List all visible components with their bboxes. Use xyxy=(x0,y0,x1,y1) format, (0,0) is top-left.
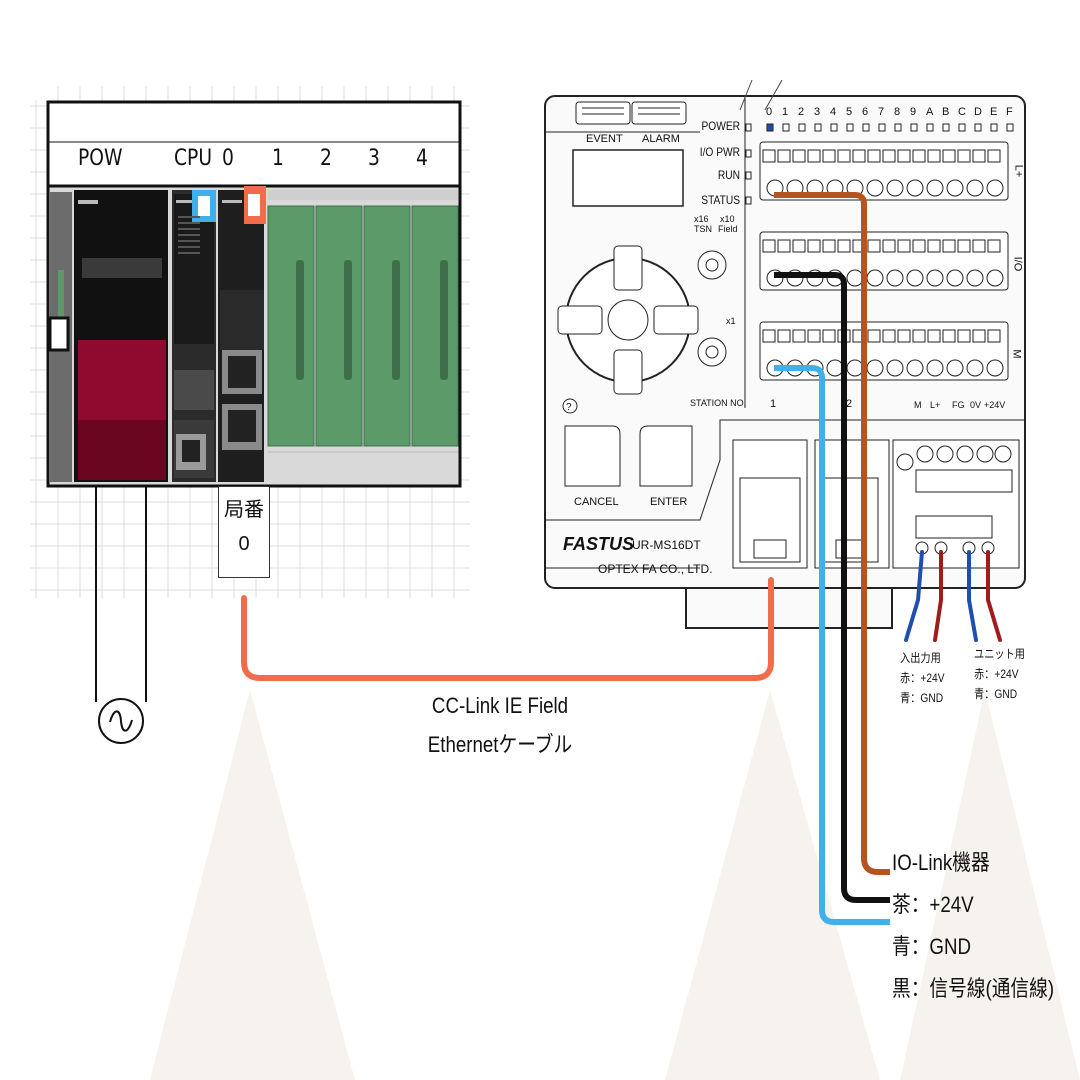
slot-label-3: 3 xyxy=(368,146,380,171)
terminal-blocks xyxy=(759,141,1009,381)
row-label-io: I/O xyxy=(1011,256,1024,272)
iolink-legend: IO-Link機器 茶：+24V 青：GND 黒：信号線(通信線) xyxy=(892,842,1054,1010)
station-number-box: 局番 0 xyxy=(218,486,270,578)
power-note-unit-blue: 青：GND xyxy=(974,687,1018,701)
led-label-io-pwr: I/O PWR xyxy=(699,145,740,159)
cancel-button-label: CANCEL xyxy=(574,496,619,508)
slot-label-pow: POW xyxy=(78,146,123,171)
power-module xyxy=(74,190,168,482)
led-label-run: RUN xyxy=(717,168,740,182)
enter-button-label: ENTER xyxy=(650,496,688,508)
power-wires xyxy=(904,550,1002,642)
station-label: 局番 xyxy=(224,499,264,521)
channel-label: 9 xyxy=(910,106,917,118)
channel-label: C xyxy=(958,106,966,118)
event-button-label: EVENT xyxy=(586,133,623,145)
power-note-unit-title: ユニット用 xyxy=(974,647,1026,661)
port-label-1: 1 xyxy=(770,398,777,410)
channel-label: B xyxy=(942,106,950,118)
switch-label-field: Field xyxy=(718,224,738,234)
iolink-legend-blue: 青：GND xyxy=(892,934,971,959)
black-wire xyxy=(774,272,890,903)
terminal-label-lplus: L+ xyxy=(930,400,941,410)
iolink-legend-title: IO-Link機器 xyxy=(892,850,990,875)
channel-label: 7 xyxy=(878,106,885,118)
slot-label-1: 1 xyxy=(272,146,284,171)
plc-rack xyxy=(46,100,462,488)
model-name: UR-MS16DT xyxy=(632,538,701,552)
station-number: 0 xyxy=(238,533,250,555)
svg-text:?: ? xyxy=(566,402,572,413)
power-note-io-red: 赤：+24V xyxy=(900,671,945,685)
channel-label: E xyxy=(990,106,998,118)
channel-label: 2 xyxy=(798,106,805,118)
cpu-module xyxy=(172,190,216,482)
switch-label-x10: x10 xyxy=(720,214,735,224)
alarm-button-label: ALARM xyxy=(642,133,680,145)
channel-label: 6 xyxy=(862,106,869,118)
slot-label-0: 0 xyxy=(222,146,234,171)
cable-caption-line1: CC-Link IE Field xyxy=(431,693,569,718)
ac-source xyxy=(95,486,147,744)
power-note-io-blue: 青：GND xyxy=(900,691,944,705)
channel-label: 4 xyxy=(830,106,837,118)
io-link-wires xyxy=(774,192,890,925)
cc-link-cable xyxy=(241,577,774,681)
power-terminal xyxy=(892,439,1020,569)
empty-slots xyxy=(267,190,459,453)
port-label-2: 2 xyxy=(846,398,853,410)
iolink-legend-black: 黒：信号線(通信線) xyxy=(892,976,1055,1001)
cable-caption: CC-Link IE Field Ethernetケーブル xyxy=(398,693,602,759)
terminal-label-fg: FG xyxy=(952,400,965,410)
brown-wire xyxy=(774,192,890,875)
channel-leds xyxy=(745,123,1014,205)
ethernet-ports xyxy=(732,439,890,569)
row-label-lplus: L+ xyxy=(1012,164,1025,178)
switch-label-x1: x1 xyxy=(726,316,736,326)
maker-name: OPTEX FA CO., LTD. xyxy=(598,562,713,576)
brand-logo: FASTUS xyxy=(563,534,635,554)
slot-label-4: 4 xyxy=(416,146,428,171)
slot-label-cpu: CPU xyxy=(174,146,213,171)
channel-label: 1 xyxy=(782,106,789,118)
channel-label: F xyxy=(1006,106,1013,118)
switch-label-tsn: TSN xyxy=(694,224,712,234)
led-label-status: STATUS xyxy=(701,193,740,207)
channel-label: D xyxy=(974,106,982,118)
power-note-io-title: 入出力用 xyxy=(900,651,941,665)
power-note-io: 入出力用 赤：+24V 青：GND xyxy=(900,648,945,708)
channel-label: A xyxy=(926,106,934,118)
channel-label: 8 xyxy=(894,106,901,118)
iolink-legend-brown: 茶：+24V xyxy=(892,892,974,917)
terminal-label-24v: +24V xyxy=(984,400,1006,410)
terminal-label-m: M xyxy=(914,400,922,410)
blue-wire xyxy=(774,365,890,925)
terminal-label-0v: 0V xyxy=(970,400,982,410)
led-label-power: POWER xyxy=(701,119,740,133)
fastus-device: ? xyxy=(544,79,1026,629)
switch-label-x16: x16 xyxy=(694,214,709,224)
power-note-unit: ユニット用 赤：+24V 青：GND xyxy=(974,644,1025,704)
network-module xyxy=(218,186,266,482)
channel-label: 5 xyxy=(846,106,853,118)
row-label-m: M xyxy=(1010,349,1023,359)
station-no-label: STATION NO. xyxy=(690,398,747,408)
power-note-unit-red: 赤：+24V xyxy=(974,667,1019,681)
background-beams xyxy=(150,690,1080,1080)
channel-label: 0 xyxy=(766,106,773,118)
question-icon xyxy=(562,398,578,414)
channel-label: 3 xyxy=(814,106,821,118)
cable-caption-line2: Ethernetケーブル xyxy=(427,732,573,757)
slot-label-2: 2 xyxy=(320,146,332,171)
